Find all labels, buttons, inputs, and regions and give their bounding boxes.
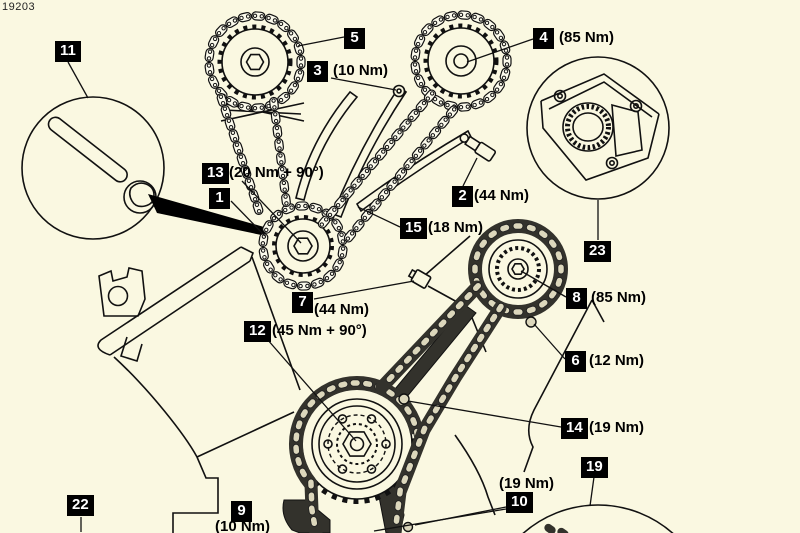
torque-label-4: (85 Nm) [559,29,615,46]
chain-tensioner [459,133,497,162]
callout-box-4: 4 [533,28,554,49]
leader-lines [67,36,599,532]
callout-box-12: 12 [244,321,271,342]
torque-label-12: (45 Nm + 90°) [272,322,367,339]
tool-inset [21,96,266,240]
left-cam-sprocket [217,24,293,100]
torque-label-14: (19 Nm) [589,419,645,436]
callout-box-13: 13 [202,163,229,184]
callout-box-7: 7 [292,292,313,313]
timing-chains [204,10,568,533]
callout-box-5: 5 [344,28,365,49]
callout-box-23: 23 [584,241,611,262]
torque-label-3: (10 Nm) [333,62,389,79]
lower-chain-inset [522,504,674,533]
fastener-bolts [392,84,537,533]
callout-box-19: 19 [581,457,608,478]
torque-label-9: (10 Nm) [215,518,271,533]
torque-label-10: (19 Nm) [499,475,555,492]
right-bank-drive-sprocket [488,239,548,299]
callout-box-9: 9 [231,501,252,522]
torque-label-15: (18 Nm) [428,219,484,236]
bearing-inset [526,56,670,200]
intermediate-sprocket [272,215,334,277]
callout-box-11: 11 [55,41,81,62]
callout-box-3: 3 [307,61,328,82]
pointer-wedge [148,194,266,236]
torque-label-13: (20 Nm + 90°) [229,164,324,181]
torque-label-2: (44 Nm) [474,187,530,204]
callout-box-14: 14 [561,418,588,439]
right-cam-sprocket [423,23,499,99]
sprockets [217,23,548,504]
figure-number: 19203 [2,1,36,13]
callout-box-6: 6 [565,351,586,372]
callout-box-10: 10 [506,492,533,513]
torque-label-8: (85 Nm) [591,289,647,306]
tool-handle [47,116,128,183]
torque-label-7: (44 Nm) [314,301,370,318]
callout-box-2: 2 [452,186,473,207]
callout-box-22: 22 [67,495,94,516]
callout-box-15: 15 [400,218,427,239]
callout-box-8: 8 [566,288,587,309]
torque-label-6: (12 Nm) [589,352,645,369]
callout-box-1: 1 [209,188,230,209]
